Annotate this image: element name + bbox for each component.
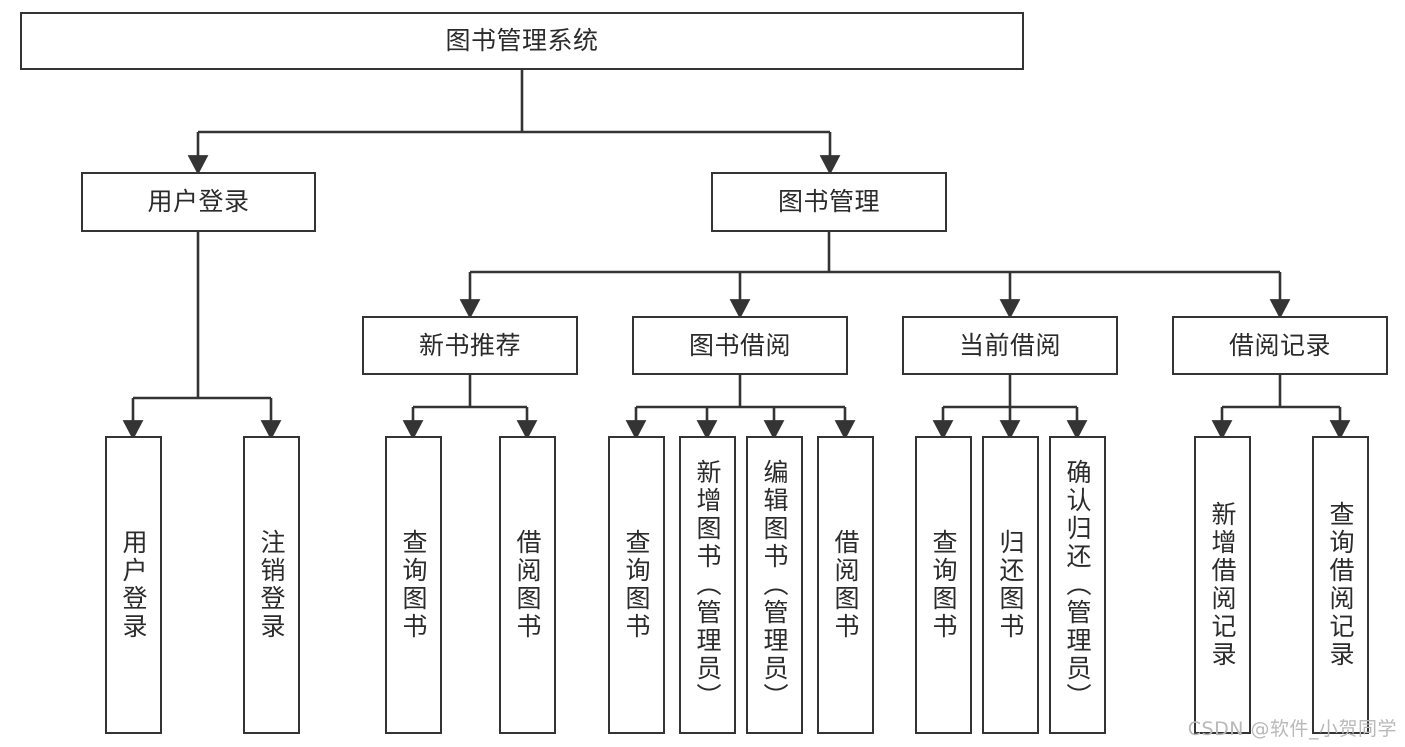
node-leaf-confirm-return-label: 确认归还（管理员）: [1063, 459, 1092, 711]
node-leaf-user-logout[interactable]: 注销登录: [243, 436, 300, 734]
node-root[interactable]: 图书管理系统: [20, 12, 1024, 70]
node-current-borrow-label: 当前借阅: [958, 330, 1061, 360]
node-leaf-query-book-2[interactable]: 查询图书: [608, 436, 665, 734]
node-leaf-user-login[interactable]: 用户登录: [105, 436, 162, 734]
node-current-borrow[interactable]: 当前借阅: [902, 316, 1118, 375]
node-leaf-query-record-label: 查询借阅记录: [1326, 501, 1355, 669]
node-leaf-query-record[interactable]: 查询借阅记录: [1312, 436, 1369, 734]
node-new-book-recommend[interactable]: 新书推荐: [362, 316, 578, 375]
node-leaf-edit-book[interactable]: 编辑图书（管理员）: [746, 436, 803, 734]
node-user-login[interactable]: 用户登录: [81, 172, 316, 232]
node-leaf-return-book-label: 归还图书: [996, 529, 1025, 641]
node-leaf-borrow-book-2[interactable]: 借阅图书: [817, 436, 874, 734]
node-leaf-return-book[interactable]: 归还图书: [982, 436, 1039, 734]
csdn-watermark: CSDN @软件_小贺同学: [1187, 718, 1397, 740]
node-leaf-query-book-1[interactable]: 查询图书: [385, 436, 442, 734]
node-root-label: 图书管理系统: [445, 26, 599, 56]
node-new-book-recommend-label: 新书推荐: [418, 330, 521, 360]
node-book-borrow[interactable]: 图书借阅: [632, 316, 848, 375]
node-leaf-user-login-label: 用户登录: [119, 529, 148, 641]
node-leaf-query-book-3-label: 查询图书: [929, 529, 958, 641]
node-leaf-borrow-book-1-label: 借阅图书: [513, 529, 542, 641]
node-leaf-borrow-book-2-label: 借阅图书: [831, 529, 860, 641]
node-leaf-add-book[interactable]: 新增图书（管理员）: [679, 436, 736, 734]
node-leaf-query-book-2-label: 查询图书: [622, 529, 651, 641]
node-borrow-record[interactable]: 借阅记录: [1172, 316, 1388, 375]
node-borrow-record-label: 借阅记录: [1228, 330, 1331, 360]
node-leaf-add-record-label: 新增借阅记录: [1208, 501, 1237, 669]
node-leaf-query-book-1-label: 查询图书: [399, 529, 428, 641]
node-book-borrow-label: 图书借阅: [688, 330, 791, 360]
node-leaf-add-record[interactable]: 新增借阅记录: [1194, 436, 1251, 734]
node-leaf-edit-book-label: 编辑图书（管理员）: [760, 459, 789, 711]
node-leaf-user-logout-label: 注销登录: [257, 529, 286, 641]
node-book-management-label: 图书管理: [777, 187, 880, 217]
node-user-login-label: 用户登录: [147, 187, 250, 217]
node-leaf-query-book-3[interactable]: 查询图书: [915, 436, 972, 734]
node-book-management[interactable]: 图书管理: [711, 172, 947, 232]
node-leaf-confirm-return[interactable]: 确认归还（管理员）: [1049, 436, 1106, 734]
node-leaf-borrow-book-1[interactable]: 借阅图书: [499, 436, 556, 734]
node-leaf-add-book-label: 新增图书（管理员）: [693, 459, 722, 711]
